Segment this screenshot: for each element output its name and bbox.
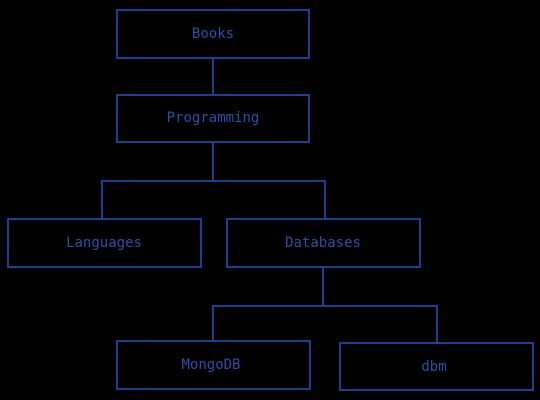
node-label: dbm xyxy=(421,359,446,375)
node-box xyxy=(116,9,310,59)
edge-programming-databases xyxy=(213,180,326,219)
node-databases: Databases xyxy=(226,218,421,268)
node-box xyxy=(226,218,421,268)
node-label: Programming xyxy=(167,110,260,126)
node-box xyxy=(116,94,310,143)
node-label: Books xyxy=(192,26,234,42)
connectors xyxy=(101,58,438,343)
node-mongodb: MongoDB xyxy=(116,340,311,390)
node-label: Languages xyxy=(66,235,142,251)
edge-programming-languages xyxy=(101,142,214,219)
node-books: Books xyxy=(116,9,310,59)
node-programming: Programming xyxy=(116,94,310,143)
node-box xyxy=(7,218,202,268)
node-box xyxy=(116,340,311,390)
node-dbm: dbm xyxy=(339,342,534,391)
node-label: MongoDB xyxy=(181,357,240,373)
edge-databases-mongodb xyxy=(212,267,324,341)
node-label: Databases xyxy=(285,235,361,251)
node-box xyxy=(339,342,534,391)
node-languages: Languages xyxy=(7,218,202,268)
edge-databases-dbm xyxy=(323,305,438,343)
